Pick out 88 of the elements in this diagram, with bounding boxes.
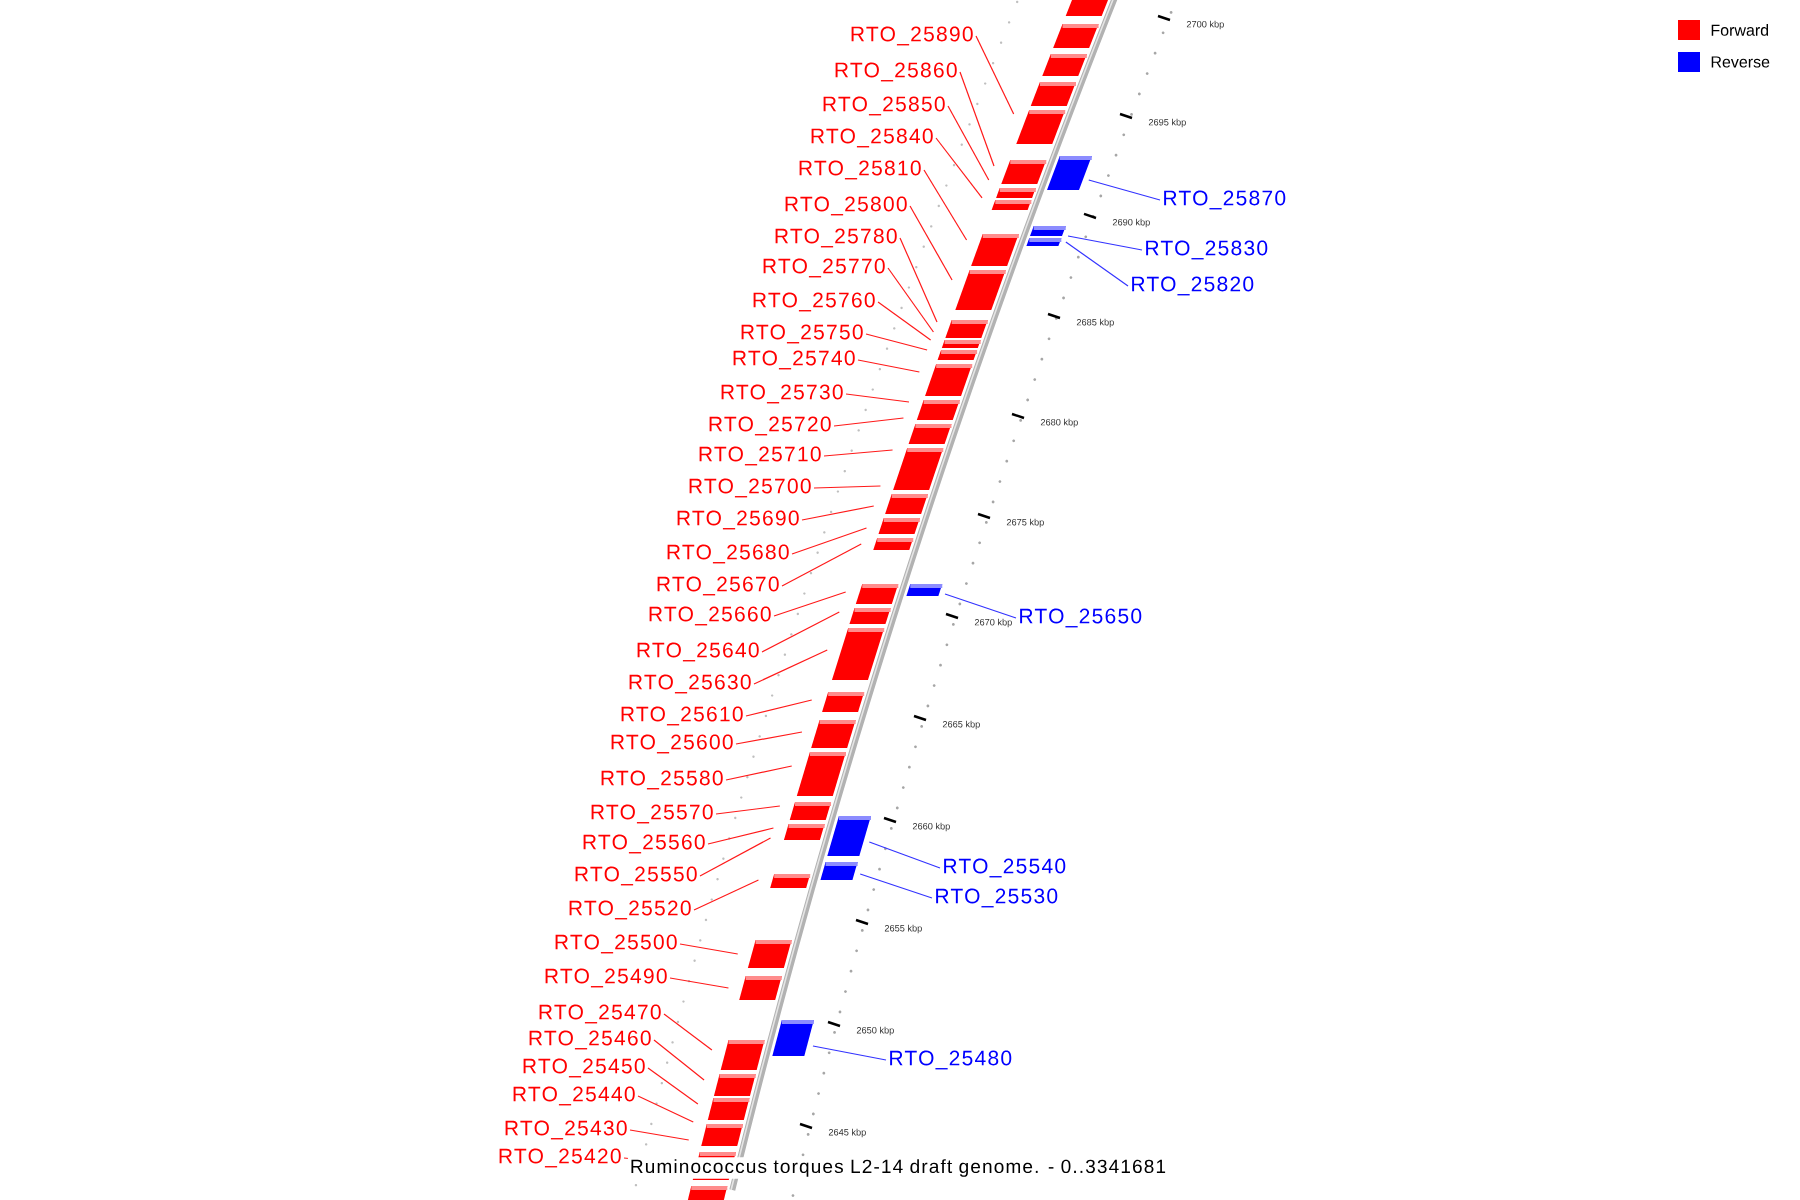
- gene-label: RTO_25870: [1164, 190, 1286, 210]
- gene-label: RTO_25450: [523, 1058, 645, 1078]
- leader-line: [823, 449, 894, 457]
- gene-label: RTO_25480: [890, 1050, 1012, 1070]
- leader-line: [909, 205, 953, 281]
- leader-line: [781, 543, 862, 587]
- gene-label: RTO_25850: [823, 96, 945, 116]
- leader-line: [1065, 241, 1129, 287]
- leader-line: [899, 237, 938, 323]
- leader-line: [679, 943, 739, 955]
- gene-label: RTO_25810: [799, 160, 921, 180]
- gene-label: RTO_25660: [649, 606, 771, 626]
- leader-line: [975, 35, 1015, 115]
- leader-line: [845, 393, 910, 403]
- gene-label: RTO_25630: [629, 674, 751, 694]
- leader-line: [801, 505, 875, 521]
- gene-label: RTO_25690: [677, 510, 799, 530]
- leader-line: [813, 485, 882, 489]
- leader-line: [647, 1067, 699, 1105]
- leader-line: [699, 837, 772, 877]
- leader-line: [1088, 179, 1161, 201]
- leader-line: [745, 699, 813, 717]
- leader-line: [735, 731, 803, 745]
- gene-label: RTO_25840: [811, 128, 933, 148]
- leader-line: [1067, 235, 1143, 251]
- gene-label: RTO_25570: [591, 804, 713, 824]
- legend-label: Forward: [1711, 24, 1769, 36]
- gene-label: RTO_25740: [733, 350, 855, 370]
- gene-label: RTO_25680: [667, 544, 789, 564]
- gene-label: RTO_25820: [1132, 276, 1254, 296]
- leader-line: [935, 137, 983, 199]
- leader-line: [791, 527, 868, 555]
- leader-line: [773, 591, 847, 617]
- leader-line: [637, 1095, 694, 1123]
- gene-label: RTO_25770: [763, 258, 885, 278]
- gene-label: RTO_25800: [785, 196, 907, 216]
- gene-label: RTO_25700: [689, 478, 811, 498]
- leader-line: [669, 977, 730, 989]
- leader-line: [868, 841, 941, 869]
- gene-label: RTO_25750: [741, 324, 863, 344]
- gene-label: RTO_25440: [513, 1086, 635, 1106]
- leader-line: [859, 873, 933, 899]
- gene-label: RTO_25730: [721, 384, 843, 404]
- gene-label: RTO_25860: [835, 62, 957, 82]
- gene-label: RTO_25560: [583, 834, 705, 854]
- gene-label: RTO_25580: [601, 770, 723, 790]
- leader-line: [877, 301, 932, 341]
- gene-label: RTO_25550: [575, 866, 697, 886]
- gene-label: RTO_25670: [657, 576, 779, 596]
- gene-label: RTO_25780: [775, 228, 897, 248]
- gene-label: RTO_25720: [709, 416, 831, 436]
- gene-label: RTO_25830: [1146, 240, 1268, 260]
- gene-label: RTO_25650: [1020, 608, 1142, 628]
- gene-label: RTO_25420: [499, 1148, 621, 1168]
- leader-line: [865, 333, 928, 351]
- leader-line: [857, 359, 920, 373]
- leader-line: [663, 1013, 713, 1051]
- leader-line: [944, 593, 1017, 619]
- leader-line: [947, 105, 990, 181]
- leader-line: [959, 71, 995, 167]
- leader-line: [693, 879, 760, 911]
- gene-label: RTO_25890: [851, 26, 973, 46]
- gene-label: RTO_25460: [529, 1030, 651, 1050]
- gene-label: RTO_25760: [753, 292, 875, 312]
- gene-label: RTO_25610: [621, 706, 743, 726]
- gene-label: RTO_25430: [505, 1120, 627, 1140]
- gene-label: RTO_25490: [545, 968, 667, 988]
- gene-label: RTO_25530: [936, 888, 1058, 908]
- leader-line: [923, 169, 968, 241]
- gene-label: RTO_25470: [539, 1004, 661, 1024]
- leader-line: [725, 765, 793, 781]
- gene-label: RTO_25500: [555, 934, 677, 954]
- caption: Ruminococcus torques L2-14 draft genome. - 0..3341681: [627, 1157, 1169, 1179]
- gene-label: RTO_25640: [637, 642, 759, 662]
- leader-line: [629, 1129, 690, 1141]
- gene-label: RTO_25710: [699, 446, 821, 466]
- leader-line: [812, 1045, 887, 1061]
- leader-line: [761, 611, 840, 653]
- legend-label: Reverse: [1711, 56, 1770, 68]
- leader-line: [653, 1039, 705, 1081]
- leader-line: [887, 267, 935, 333]
- gene-label: RTO_25600: [611, 734, 733, 754]
- leader-line: [715, 805, 781, 815]
- leader-line: [753, 649, 828, 685]
- leader-line: [833, 417, 905, 427]
- gene-label: RTO_25520: [569, 900, 691, 920]
- gene-label: RTO_25540: [944, 858, 1066, 878]
- leader-line: [707, 827, 775, 845]
